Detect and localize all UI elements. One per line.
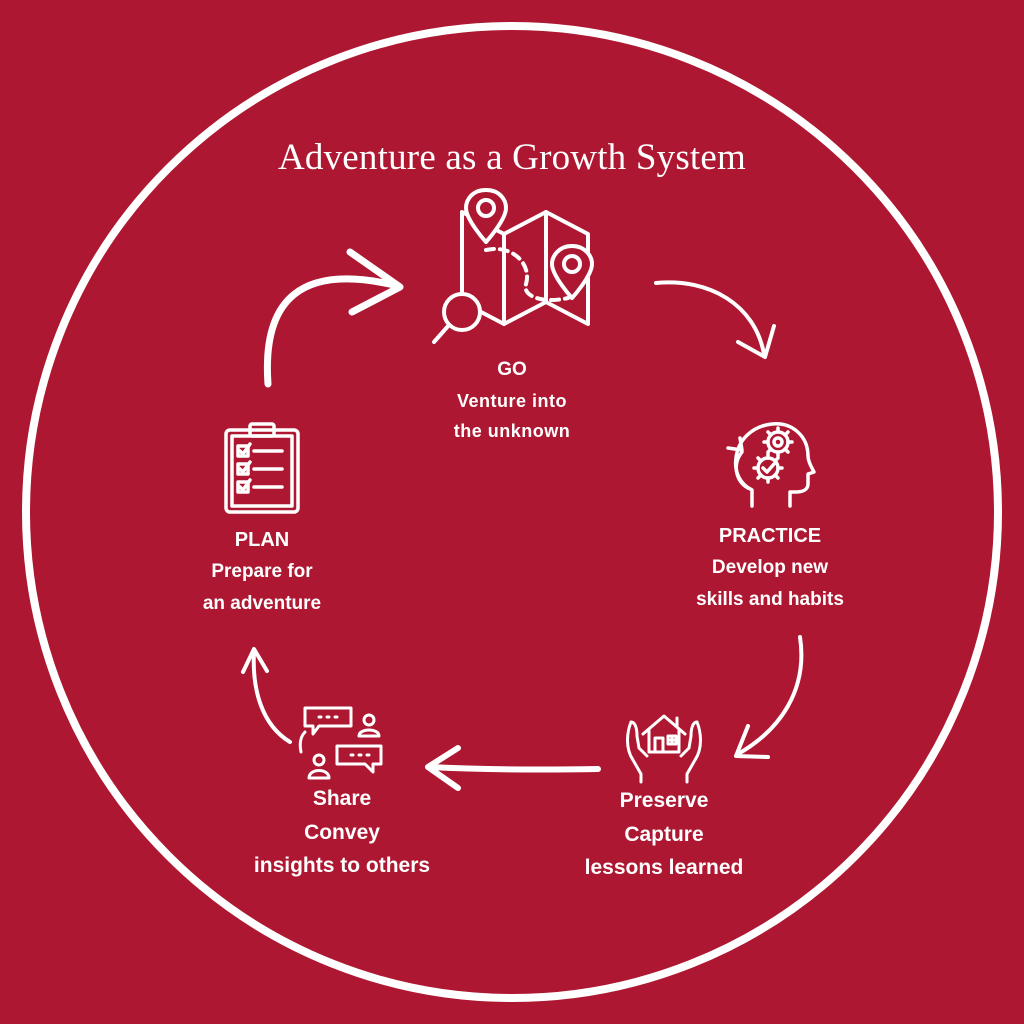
stage-plan-name: PLAN xyxy=(234,529,290,551)
stage-go-desc-line2: the unknown xyxy=(453,421,571,441)
stage-plan-desc-line2: an adventure xyxy=(202,593,322,614)
stage-practice-desc-line1: Develop new xyxy=(711,557,829,578)
stage-practice-name: PRACTICE xyxy=(718,525,822,547)
chat-people-icon xyxy=(298,706,383,780)
stage-practice: PRACTICE Develop new skills and habits xyxy=(660,412,880,616)
stage-go-name: GO xyxy=(497,359,527,380)
stage-go: GO Venture into the unknown xyxy=(412,184,612,446)
stage-preserve-desc-line1: Capture xyxy=(624,823,704,846)
stage-plan: PLAN Prepare for an adventure xyxy=(166,420,358,620)
stage-preserve-desc-line2: lessons learned xyxy=(584,856,744,879)
stage-share-name: Share xyxy=(312,787,372,810)
stage-share-desc-line2: insights to others xyxy=(253,854,431,877)
head-gears-icon xyxy=(726,422,816,508)
map-icon xyxy=(432,188,594,344)
diagram-title: Adventure as a Growth System xyxy=(277,137,746,178)
stage-share-desc-line1: Convey xyxy=(304,821,380,844)
outer-circle xyxy=(22,22,1002,1002)
hands-house-icon xyxy=(626,714,702,784)
stage-preserve: Preserve Capture lessons learned xyxy=(548,708,780,884)
stage-share: Share Convey insights to others xyxy=(222,702,462,882)
stage-practice-desc-line2: skills and habits xyxy=(696,589,844,610)
stage-plan-desc-line1: Prepare for xyxy=(211,561,313,582)
stage-preserve-name: Preserve xyxy=(619,789,709,812)
stage-go-desc-line1: Venture into xyxy=(456,391,567,411)
clipboard-checklist-icon xyxy=(224,422,300,514)
